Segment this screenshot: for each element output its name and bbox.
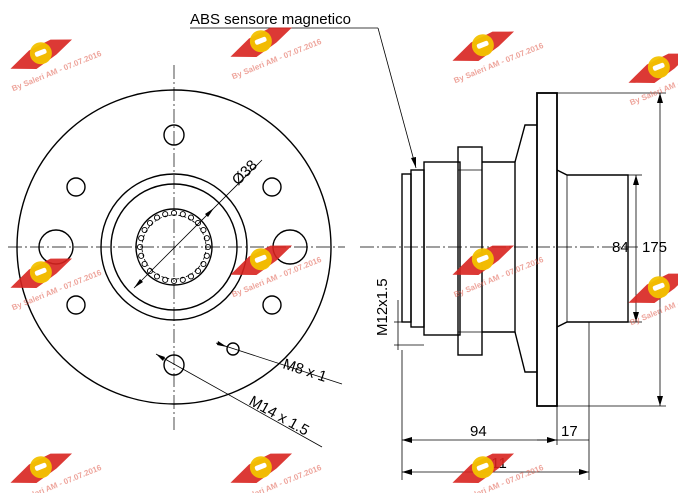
watermark: By Saleri AM - 07.07.2016 bbox=[452, 245, 545, 299]
spline-tooth bbox=[138, 252, 145, 259]
spline-tooth bbox=[187, 214, 195, 221]
spline-inner-circle bbox=[141, 214, 207, 280]
m8-leader bbox=[215, 342, 343, 385]
dim-111-arrow-right bbox=[579, 469, 589, 475]
dim-94-label: 94 bbox=[470, 423, 487, 440]
hub-outer-circle bbox=[100, 173, 248, 321]
dim-175-label: 175 bbox=[642, 239, 667, 256]
bore-label: Ø38 bbox=[229, 157, 261, 189]
thread-label: M12x1.5 bbox=[374, 278, 391, 336]
pilot-hub bbox=[556, 169, 629, 328]
watermark-car-icon bbox=[652, 62, 665, 71]
dim-84-arrow-top bbox=[633, 175, 639, 185]
spline-tooth bbox=[138, 235, 145, 242]
spline-tooth bbox=[141, 260, 148, 268]
spline-tooth bbox=[203, 252, 210, 259]
abs-arrow bbox=[411, 157, 416, 168]
spline-teeth bbox=[136, 209, 212, 285]
small-hole-lower-left bbox=[66, 295, 86, 315]
spline-tooth bbox=[194, 219, 202, 227]
m14-leader bbox=[155, 353, 323, 448]
bore-arrow-upper bbox=[205, 208, 214, 217]
abs-ring-inner bbox=[401, 173, 412, 323]
spline-tooth bbox=[141, 226, 148, 234]
dim-17-label: 17 bbox=[561, 423, 578, 440]
spline-tooth bbox=[179, 211, 186, 218]
bolt-hole-top bbox=[163, 124, 185, 146]
spline-tooth bbox=[136, 243, 144, 251]
flange-outer-circle bbox=[16, 89, 332, 405]
spline-tooth bbox=[170, 209, 178, 217]
spline-tooth bbox=[187, 273, 195, 280]
bore-dimension-leader bbox=[133, 159, 263, 289]
dim-175-arrow-bottom bbox=[657, 396, 663, 406]
spline-tooth bbox=[170, 277, 178, 285]
watermark: By Saleri AM - 07.07.2016 bbox=[452, 31, 545, 85]
spline-tooth bbox=[153, 214, 161, 221]
abs-ring bbox=[410, 169, 425, 328]
bearing-body-right bbox=[482, 161, 516, 333]
m14-label: M14 x 1.5 bbox=[246, 393, 312, 440]
spline-tooth bbox=[179, 276, 186, 283]
watermark-car-icon bbox=[254, 254, 267, 263]
watermark-car-icon bbox=[34, 462, 47, 471]
dim-84-arrow-bottom bbox=[633, 312, 639, 322]
hub-step-circle bbox=[110, 183, 238, 311]
watermark-car-icon bbox=[34, 48, 47, 57]
spline-tooth bbox=[146, 219, 154, 227]
bore-arrow-lower bbox=[134, 279, 143, 288]
wheel-flange bbox=[536, 92, 558, 407]
bearing-taper bbox=[514, 124, 537, 373]
m8-arrow bbox=[217, 341, 227, 347]
front-view: Ø38 M8 x 1 M14 x 1.5 bbox=[8, 65, 345, 448]
spline-tooth bbox=[200, 226, 207, 234]
small-hole-upper-left bbox=[66, 177, 86, 197]
m8-label: M8 x 1 bbox=[281, 356, 329, 386]
abs-leader bbox=[377, 27, 417, 169]
watermark-car-icon bbox=[254, 462, 267, 471]
spline-tooth bbox=[153, 273, 161, 280]
m14-arrow bbox=[156, 354, 165, 361]
watermark-car-icon bbox=[476, 462, 489, 471]
watermark-car-icon bbox=[476, 254, 489, 263]
watermark-car-icon bbox=[652, 282, 665, 291]
spline-tooth bbox=[204, 243, 212, 251]
spline-tooth bbox=[203, 235, 210, 242]
dim-84-label: 84 bbox=[612, 239, 629, 256]
spline-tooth bbox=[146, 267, 154, 275]
bolt-hole-bottom bbox=[163, 354, 185, 376]
spline-tooth bbox=[162, 276, 169, 283]
bearing-body-left bbox=[423, 161, 461, 336]
dim-94-arrow-left bbox=[402, 437, 412, 443]
watermark: By Saleri AM - 07.07.2016 bbox=[628, 53, 678, 107]
watermark: By Saleri AM - 07.07.2016 bbox=[628, 273, 678, 327]
watermark: By Saleri AM - 07.07.2016 bbox=[230, 453, 323, 493]
dim-175-arrow-top bbox=[657, 93, 663, 103]
watermark-car-icon bbox=[476, 40, 489, 49]
spline-tooth bbox=[194, 267, 202, 275]
watermark: By Saleri AM - 07.07.2016 bbox=[10, 453, 103, 493]
bore-circle bbox=[135, 208, 213, 286]
spline-tooth bbox=[200, 260, 207, 268]
small-hole-lower-right bbox=[262, 295, 282, 315]
watermark: By Saleri AM - 07.07.2016 bbox=[452, 453, 545, 493]
spline-tooth bbox=[162, 211, 169, 218]
abs-label: ABS sensore magnetico bbox=[190, 11, 351, 28]
watermark: By Saleri AM - 07.07.2016 bbox=[10, 258, 103, 312]
watermark-car-icon bbox=[254, 36, 267, 45]
thread-hole-m8 bbox=[226, 342, 240, 356]
small-hole-upper-right bbox=[262, 177, 282, 197]
watermark-car-icon bbox=[34, 267, 47, 276]
dim-111-arrow-left bbox=[402, 469, 412, 475]
watermark: By Saleri AM - 07.07.2016 bbox=[10, 39, 103, 93]
